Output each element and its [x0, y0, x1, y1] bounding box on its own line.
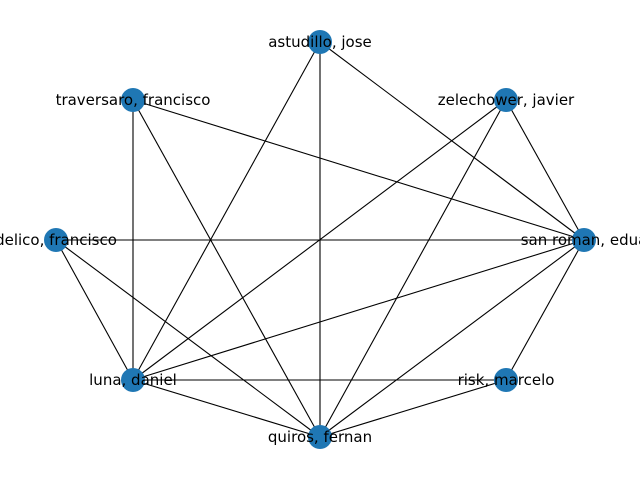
node-label-sanroman: san roman, edua — [521, 231, 640, 249]
edge-traversaro-quiros — [132, 99, 321, 438]
edge-luna-quiros — [132, 379, 321, 438]
edge-zelechower-sanroman — [505, 99, 585, 241]
node-label-traversaro: traversaro, francisco — [56, 91, 211, 109]
labels-layer: astudillo, jose zelechower, javier san rom… — [0, 33, 640, 446]
edge-sanroman-quiros — [319, 239, 585, 438]
nodes-layer — [44, 30, 596, 449]
edge-sanroman-risk — [505, 239, 585, 381]
node-label-astudillo: astudillo, jose — [268, 33, 372, 51]
node-traversaro[interactable] — [121, 88, 145, 112]
edges-layer — [55, 41, 585, 438]
node-label-delico: delico, francisco — [0, 231, 117, 249]
node-zelechower[interactable] — [494, 88, 518, 112]
node-risk[interactable] — [494, 368, 518, 392]
edge-zelechower-quiros — [319, 99, 507, 438]
edge-traversaro-sanroman — [132, 99, 585, 241]
node-label-quiros: quiros, fernan — [268, 428, 372, 446]
edge-quiros-risk — [319, 379, 507, 438]
node-label-luna: luna, daniel — [89, 371, 177, 389]
node-luna[interactable] — [121, 368, 145, 392]
edge-astudillo-luna — [132, 41, 321, 381]
node-label-risk: risk, marcelo — [458, 371, 555, 389]
node-sanroman[interactable] — [572, 228, 596, 252]
edge-delico-luna — [55, 239, 134, 381]
node-astudillo[interactable] — [308, 30, 332, 54]
node-quiros[interactable] — [308, 425, 332, 449]
edge-sanroman-luna — [132, 239, 585, 381]
node-delico[interactable] — [44, 228, 68, 252]
node-label-zelechower: zelechower, javier — [438, 91, 575, 109]
edge-delico-quiros — [55, 239, 321, 438]
